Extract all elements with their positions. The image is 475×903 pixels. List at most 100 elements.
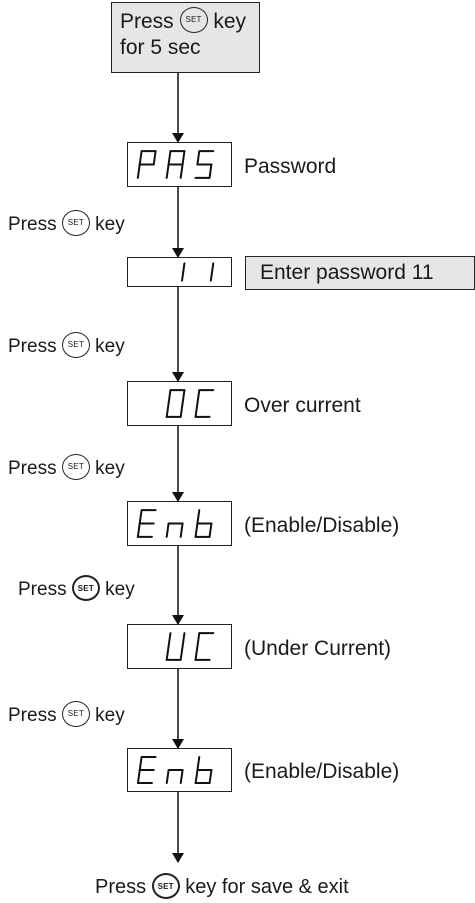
press-text: Press: [8, 214, 57, 236]
set-key-icon: SET: [71, 575, 100, 601]
label-password: Password: [244, 155, 337, 178]
set-key-icon: SET: [61, 454, 90, 480]
segment-f: [138, 150, 143, 166]
save-exit-text: key for save & exit: [185, 876, 349, 898]
seg-digit-n: [165, 522, 184, 538]
key-text: key: [95, 336, 125, 358]
segment-e: [194, 402, 199, 418]
display-password-value: [127, 257, 232, 287]
set-key-icon: SET: [61, 210, 90, 236]
segment-f: [196, 150, 201, 166]
segment-c: [179, 163, 184, 179]
label-over-current: Over current: [244, 394, 361, 417]
seg-digit-E: [136, 509, 157, 538]
segment-e: [165, 769, 170, 785]
display-enb-oc: [127, 501, 232, 546]
label-under-current: (Under Current): [244, 637, 392, 660]
segment-c: [179, 402, 184, 418]
segment-e: [136, 163, 141, 179]
segment-e: [194, 769, 199, 785]
segment-e: [194, 645, 199, 661]
segment-e: [165, 402, 170, 418]
segment-f: [138, 755, 143, 772]
segment-f: [196, 632, 201, 648]
segment-f: [138, 509, 143, 525]
seven-seg-readout: [165, 632, 215, 661]
start-line-1: Press SET key: [120, 7, 259, 35]
press-set-key-1: Press SET key: [8, 210, 125, 238]
display-uc: [127, 624, 232, 669]
segment-c: [179, 769, 184, 785]
segment-f: [167, 632, 172, 648]
segment-c: [208, 163, 213, 179]
seg-digit-U: [165, 632, 186, 661]
press-set-key-4: Press SET key: [18, 575, 135, 603]
segment-b: [181, 150, 186, 166]
segment-b: [182, 262, 186, 274]
seg-digit-1: [180, 262, 186, 282]
seg-digit-P: [136, 150, 157, 179]
start-line-2: for 5 sec: [120, 36, 201, 60]
press-text: Press: [18, 579, 67, 601]
display-pas: [127, 142, 232, 187]
start-instruction-box: Press SET key for 5 sec: [111, 2, 260, 73]
segment-e: [136, 769, 141, 785]
segment-b: [181, 632, 186, 648]
press-text: Press: [95, 876, 147, 898]
press-set-key-2: Press SET key: [8, 332, 125, 360]
final-instruction: Press SET key for save & exit: [95, 872, 349, 901]
segment-f: [196, 755, 201, 772]
segment-e: [136, 522, 141, 538]
segment-c: [179, 522, 184, 538]
label-enable-disable-oc: (Enable/Disable): [244, 514, 400, 537]
seven-seg-readout: [136, 150, 215, 179]
key-text: key: [95, 705, 125, 727]
segment-e: [165, 522, 170, 538]
seg-digit-C: [194, 389, 215, 418]
seven-seg-readout: [136, 755, 213, 785]
start-key-text: key: [213, 10, 247, 33]
segment-e: [165, 163, 170, 179]
segment-b: [152, 150, 157, 166]
seg-digit-0: [165, 389, 186, 418]
seg-digit-S: [194, 150, 215, 179]
press-text: Press: [8, 705, 57, 727]
seg-digit-n: [165, 769, 184, 785]
label-enable-disable-uc: (Enable/Disable): [244, 760, 400, 783]
segment-b: [181, 389, 186, 405]
set-key-icon: SET: [61, 332, 90, 358]
display-oc: [127, 381, 232, 426]
key-text: key: [95, 214, 125, 236]
seg-digit-b: [194, 755, 213, 785]
press-set-key-5: Press SET key: [8, 701, 125, 729]
press-set-key-3: Press SET key: [8, 454, 125, 482]
segment-e: [194, 522, 199, 538]
press-text: Press: [8, 336, 57, 358]
segment-f: [196, 389, 201, 405]
segment-b: [211, 262, 215, 274]
set-key-icon: SET: [151, 872, 180, 899]
seg-digit-C: [194, 632, 215, 661]
seven-seg-readout: [165, 389, 215, 418]
seven-seg-readout: [136, 509, 213, 538]
set-key-icon: SET: [61, 701, 90, 727]
segment-c: [208, 522, 213, 538]
segment-c: [180, 271, 185, 282]
seg-digit-E: [136, 755, 157, 785]
enter-password-note: Enter password 11: [245, 256, 475, 290]
seg-digit-A: [165, 150, 186, 179]
segment-f: [167, 389, 172, 405]
segment-f: [167, 150, 172, 166]
key-text: key: [105, 579, 135, 601]
segment-c: [208, 769, 213, 785]
segment-c: [179, 645, 184, 661]
segment-c: [209, 271, 214, 282]
seg-digit-1: [209, 262, 215, 282]
seven-seg-readout: [180, 262, 215, 282]
display-enb-uc: [127, 748, 232, 792]
press-text: Press: [8, 458, 57, 480]
key-text: key: [95, 458, 125, 480]
segment-e: [165, 645, 170, 661]
segment-f: [196, 509, 201, 525]
